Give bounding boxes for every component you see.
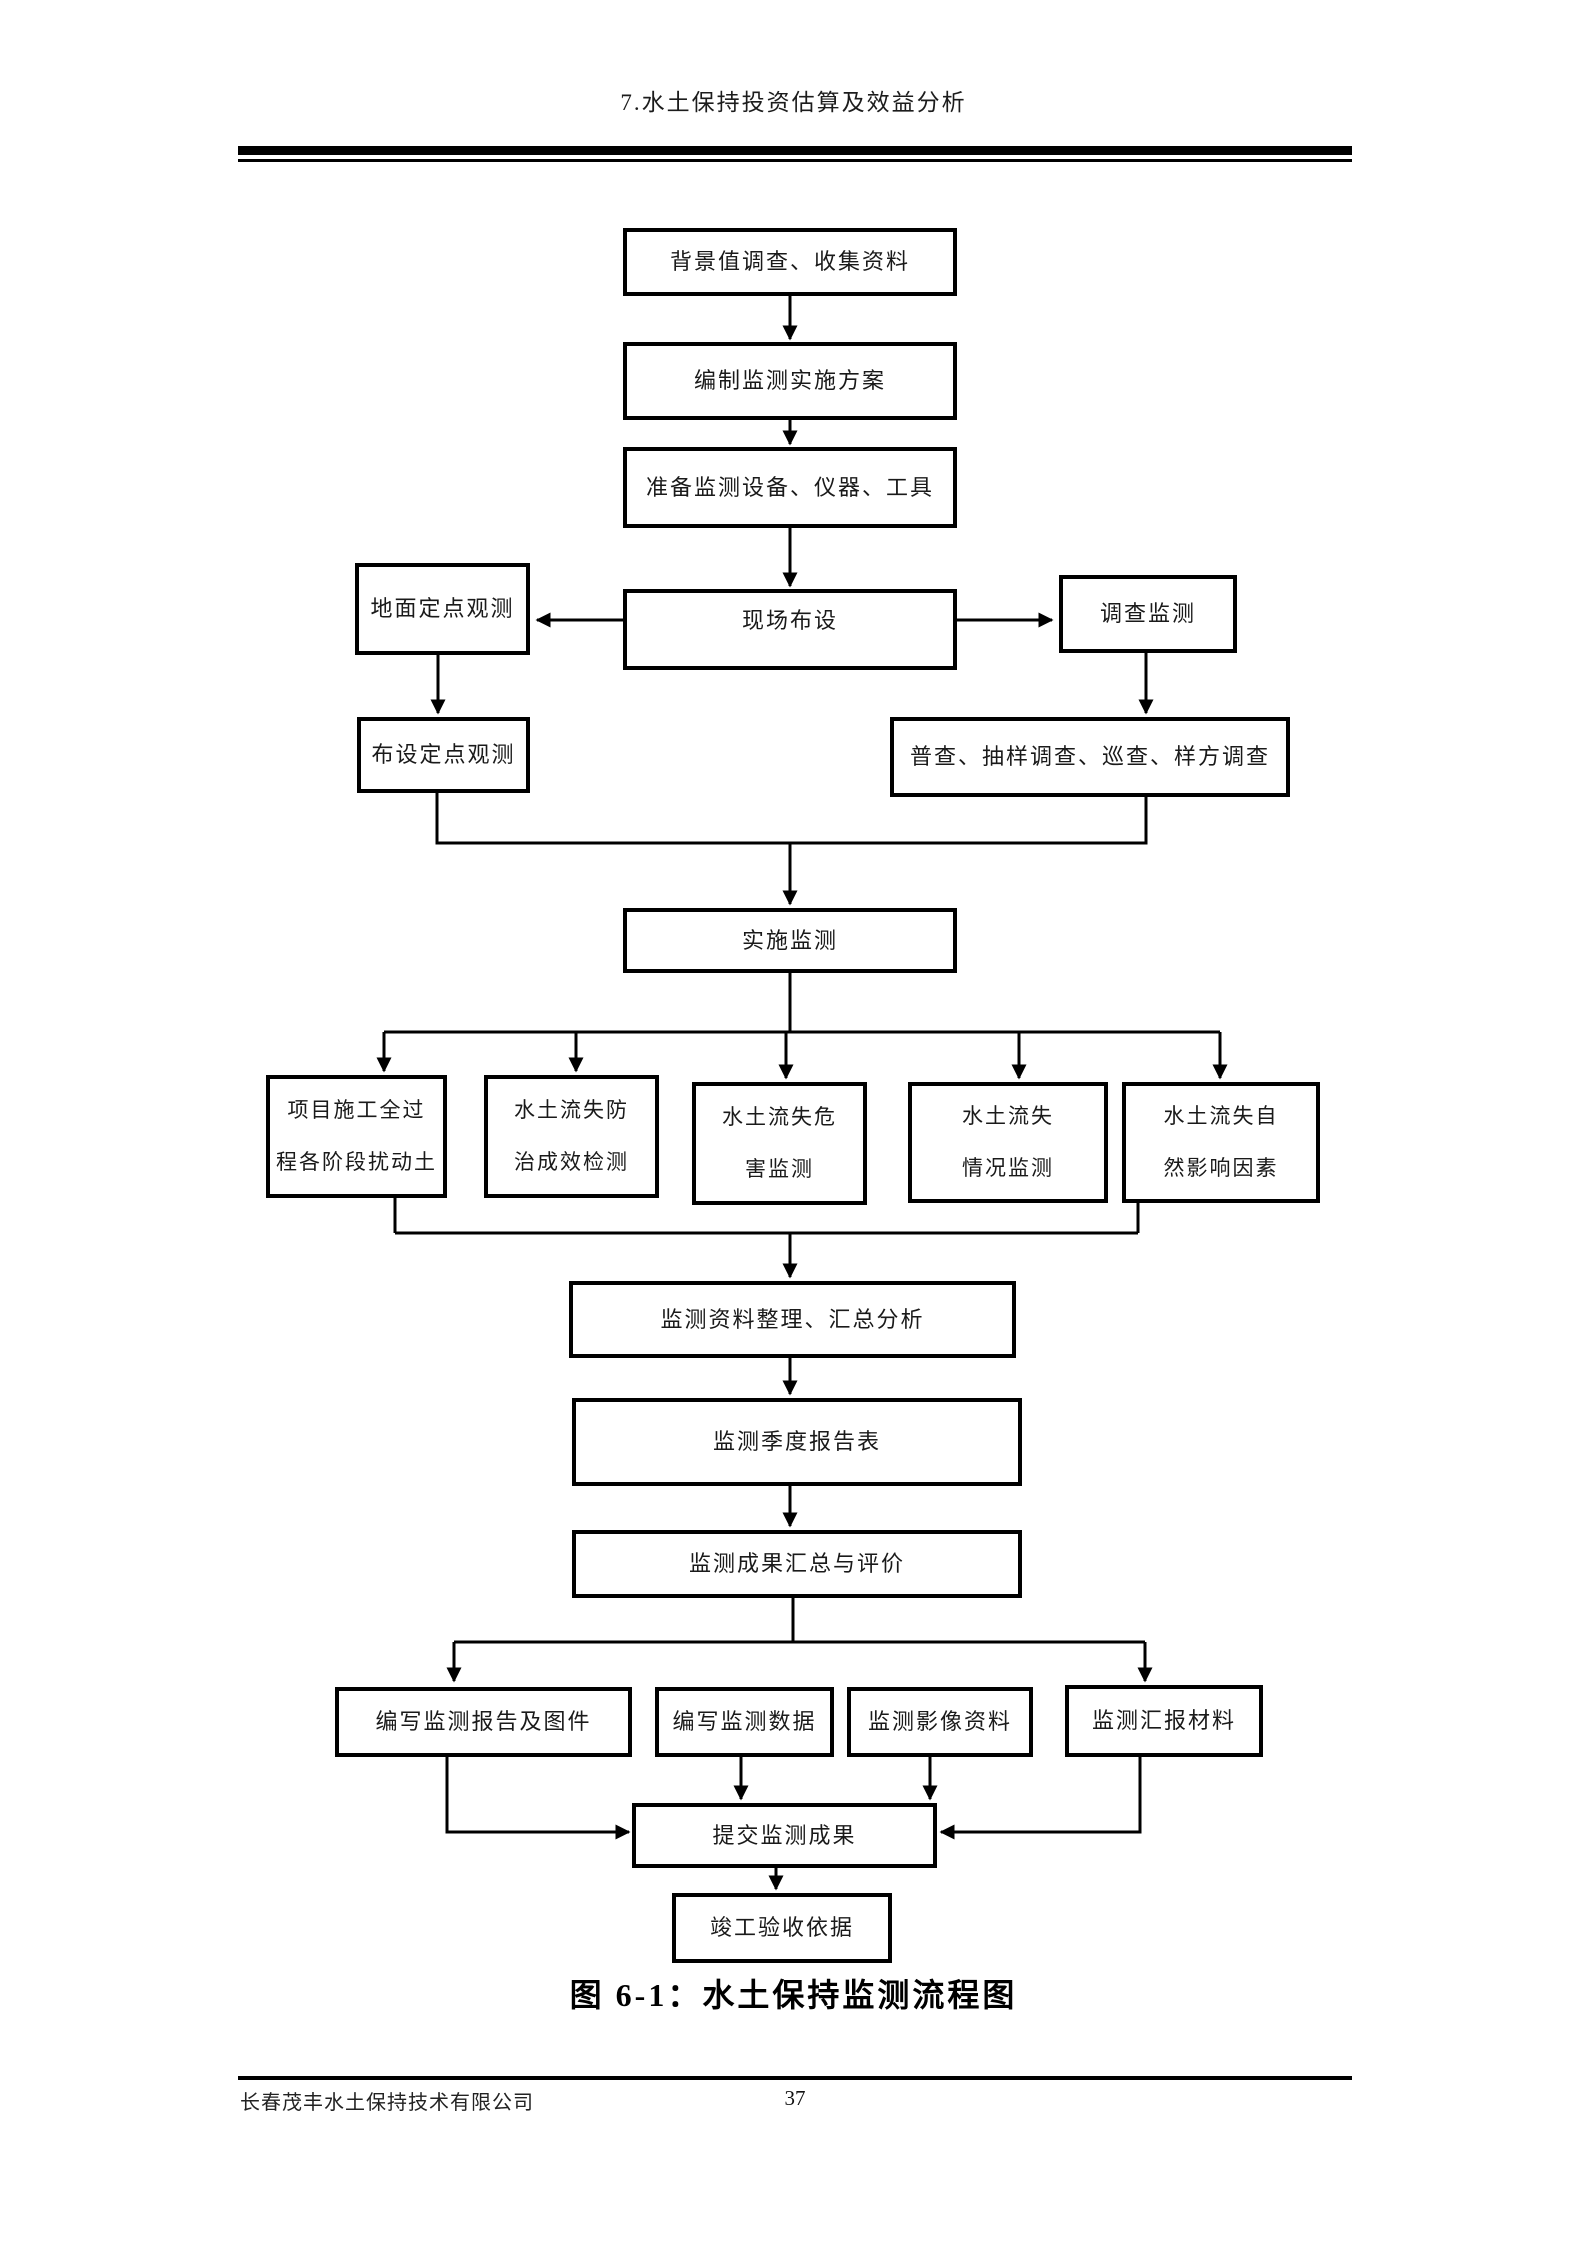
flow-node-hazard-monitoring: 水土流失危 害监测 xyxy=(692,1082,867,1205)
page-header-title: 7.水土保持投资估算及效益分析 xyxy=(620,90,967,115)
flow-node-prepare-equipment: 准备监测设备、仪器、工具 xyxy=(623,447,957,528)
flow-node-background-survey: 背景值调查、收集资料 xyxy=(623,228,957,296)
flow-node-natural-factors: 水土流失自 然影响因素 xyxy=(1122,1082,1320,1203)
header-rule-thick xyxy=(238,146,1352,155)
flow-node-briefing-materials: 监测汇报材料 xyxy=(1065,1685,1263,1757)
flow-node-data-analysis: 监测资料整理、汇总分析 xyxy=(569,1281,1016,1358)
flow-node-compile-plan: 编制监测实施方案 xyxy=(623,342,957,420)
footer-rule xyxy=(238,2076,1352,2080)
flow-node-control-effect: 水土流失防 治成效检测 xyxy=(484,1075,659,1198)
flow-node-survey-monitoring: 调查监测 xyxy=(1059,575,1237,653)
flow-node-implement-monitoring: 实施监测 xyxy=(623,908,957,973)
flow-node-condition-monitoring: 水土流失 情况监测 xyxy=(908,1082,1108,1203)
flow-node-site-layout: 现场布设 xyxy=(623,589,957,670)
flow-node-results-evaluation: 监测成果汇总与评价 xyxy=(572,1530,1022,1598)
flow-node-ground-fixed-observation: 地面定点观测 xyxy=(355,563,530,655)
footer-page-number: 37 xyxy=(784,2086,806,2110)
flow-node-write-data: 编写监测数据 xyxy=(655,1687,834,1757)
flow-node-submit-results: 提交监测成果 xyxy=(632,1803,937,1868)
footer-company: 长春茂丰水土保持技术有限公司 xyxy=(240,2092,534,2114)
flow-node-write-report: 编写监测报告及图件 xyxy=(335,1687,632,1757)
figure-caption: 图 6-1：水土保持监测流程图 xyxy=(569,1977,1018,2013)
flow-node-setup-fixed-observation: 布设定点观测 xyxy=(357,717,530,793)
flow-node-image-materials: 监测影像资料 xyxy=(847,1687,1033,1757)
header-rule-thin xyxy=(238,159,1352,162)
flow-node-quarterly-report: 监测季度报告表 xyxy=(572,1398,1022,1486)
flow-node-census-methods: 普查、抽样调查、巡查、样方调查 xyxy=(890,717,1290,797)
flow-node-acceptance-basis: 竣工验收依据 xyxy=(672,1893,892,1963)
flow-node-disturbed-soil: 项目施工全过 程各阶段扰动土 xyxy=(266,1075,447,1198)
